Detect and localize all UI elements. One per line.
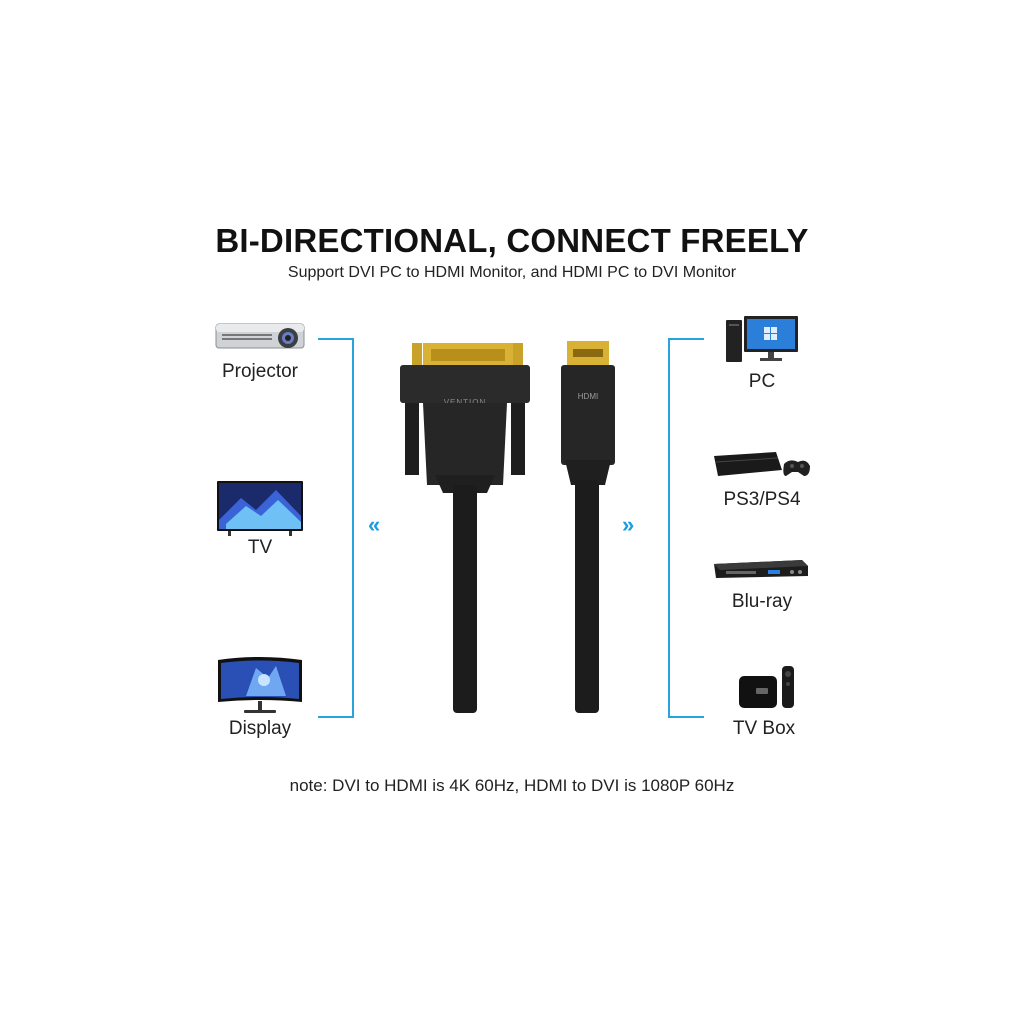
right-device-bluray <box>712 558 810 580</box>
right-bracket <box>668 338 704 718</box>
label-pc: PC <box>748 371 776 392</box>
desktop-pc-icon <box>726 316 798 362</box>
left-direction-arrow: « <box>368 512 380 537</box>
left-device-projector <box>214 318 306 352</box>
bluray-player-icon <box>714 560 808 578</box>
dvi-body <box>400 365 530 403</box>
dvi-screw-left <box>412 343 422 367</box>
dvi-screw-right <box>513 343 523 367</box>
monitor-icon <box>218 657 302 713</box>
label-tv: TV <box>247 537 273 558</box>
projector-icon <box>215 323 305 349</box>
right-device-tvbox <box>738 664 796 710</box>
dvi-brand-text: VENTION <box>444 398 487 407</box>
hdmi-cable <box>575 480 599 713</box>
tv-box-icon <box>739 666 794 708</box>
game-console-icon <box>714 452 810 476</box>
page-subtitle: Support DVI PC to HDMI Monitor, and HDMI… <box>287 264 737 281</box>
hdmi-body <box>561 365 615 465</box>
label-display: Display <box>228 718 292 739</box>
label-bluray: Blu-ray <box>731 591 793 612</box>
footnote: note: DVI to HDMI is 4K 60Hz, HDMI to DV… <box>289 776 735 795</box>
right-device-pc <box>724 314 800 364</box>
left-device-tv <box>216 480 304 538</box>
label-projector: Projector <box>221 361 299 382</box>
right-device-ps <box>712 450 812 482</box>
label-tvbox: TV Box <box>732 718 796 739</box>
left-bracket <box>318 338 354 718</box>
tv-icon <box>217 481 303 536</box>
hdmi-neck <box>565 460 611 485</box>
page-title: BI-DIRECTIONAL, CONNECT FREELY <box>215 222 809 259</box>
left-device-display <box>216 656 304 716</box>
dvi-cable <box>453 485 477 713</box>
hdmi-logo-text: HDMI <box>578 392 598 401</box>
label-ps: PS3/PS4 <box>723 489 801 510</box>
cable-illustration: VENTION HDMI <box>400 341 615 713</box>
dvi-neck <box>435 475 495 493</box>
